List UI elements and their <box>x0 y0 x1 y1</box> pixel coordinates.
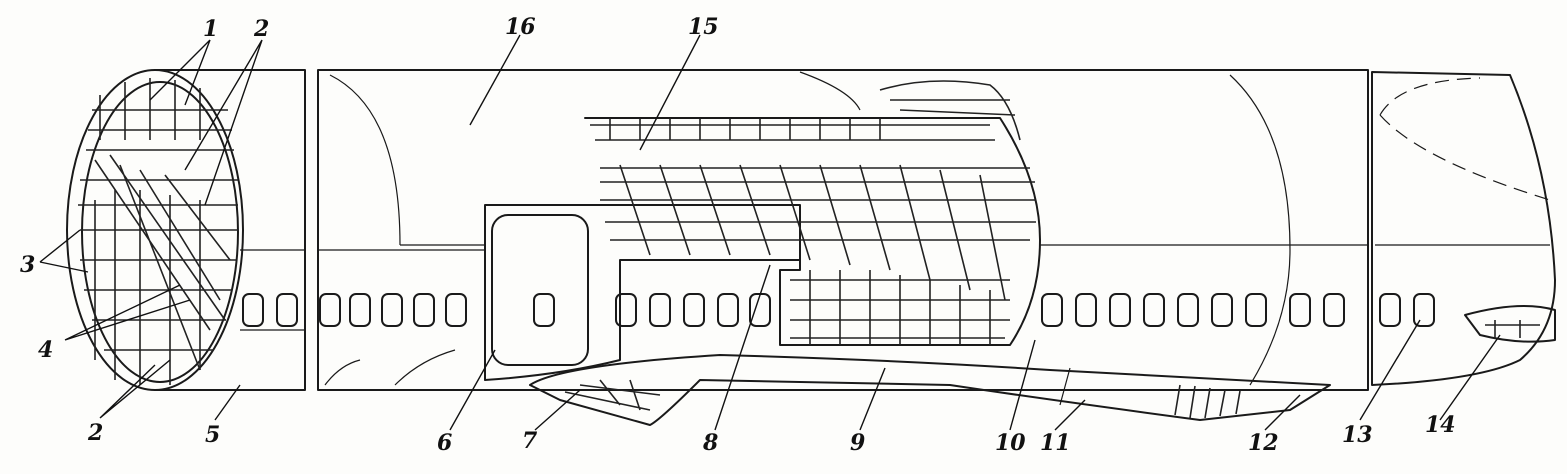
front-section-skin <box>154 69 306 391</box>
front-section <box>66 69 306 391</box>
label-16: 16 <box>505 14 536 40</box>
rear-dashed-contour <box>1379 77 1551 201</box>
label-9: 9 <box>850 430 865 456</box>
mid-windows <box>319 293 1345 327</box>
rear-access-hatch <box>1464 305 1556 343</box>
label-7: 7 <box>522 428 538 454</box>
rear-hatch-structure <box>1485 320 1540 338</box>
front-windows <box>242 293 298 327</box>
frame-line-1 <box>329 74 401 246</box>
main-section-outline <box>317 69 1369 391</box>
rear-window-1 <box>1379 293 1401 327</box>
label-3: 3 <box>20 252 35 278</box>
rear-window-2 <box>1413 293 1435 327</box>
label-12: 12 <box>1248 430 1279 456</box>
fairing-seam <box>1059 367 1071 406</box>
front-ring-structure <box>78 78 238 385</box>
fairing-structure <box>564 379 1241 419</box>
rear-frame-line <box>1229 74 1291 386</box>
front-section-seams <box>240 249 305 331</box>
door <box>491 214 589 366</box>
label-13: 13 <box>1342 422 1373 448</box>
lower-frame-lines <box>324 349 456 386</box>
rear-section-outline <box>1371 71 1556 386</box>
label-1: 1 <box>203 16 218 42</box>
label-8: 8 <box>702 430 718 456</box>
label-2-top: 2 <box>253 16 269 42</box>
wing-root-fairing <box>529 354 1331 426</box>
door-panel <box>484 204 801 381</box>
callout-labels: 1 2 3 4 2 5 6 7 8 9 10 11 12 13 14 15 16 <box>20 14 1456 456</box>
label-5: 5 <box>205 422 220 448</box>
label-15: 15 <box>688 14 719 40</box>
label-4: 4 <box>38 337 53 363</box>
front-frame-ring-inner <box>81 81 239 383</box>
label-14: 14 <box>1425 412 1456 438</box>
label-10: 10 <box>995 430 1026 456</box>
top-frame-curve <box>799 71 861 111</box>
rear-section <box>1371 71 1556 386</box>
label-11: 11 <box>1040 430 1071 456</box>
label-2-bottom: 2 <box>87 420 103 446</box>
cutaway-outline <box>584 117 1041 346</box>
cutaway-structure <box>590 80 1036 345</box>
label-6: 6 <box>437 430 452 456</box>
leader-lines <box>39 34 1501 431</box>
main-section <box>317 69 1369 426</box>
